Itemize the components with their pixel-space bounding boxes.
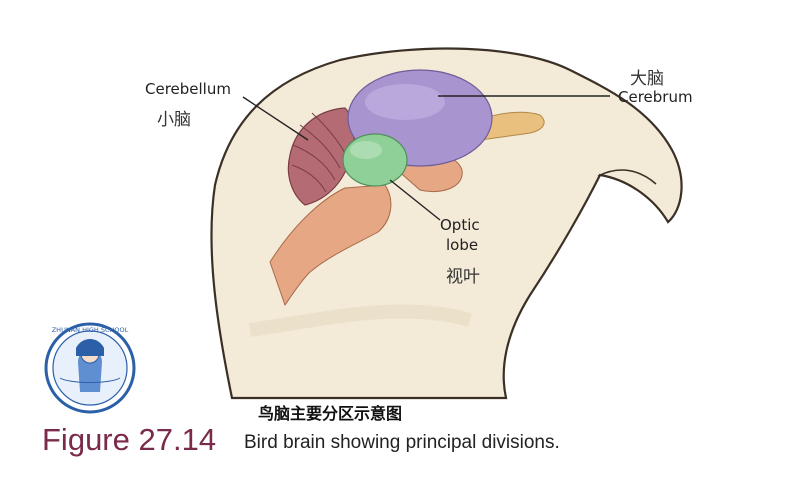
cerebrum-label-zh: 大脑 <box>630 69 664 89</box>
cerebellum-label: Cerebellum <box>145 80 231 98</box>
caption-text: Bird brain showing principal divisions. <box>244 432 560 453</box>
figure-number: Figure 27.14 <box>42 422 217 457</box>
head-shading <box>249 304 472 337</box>
school-logo: ZHUNAN HIGH SCHOOL <box>44 322 136 414</box>
cerebellum-leader <box>242 96 309 141</box>
optic-lobe-highlight <box>350 141 382 159</box>
brain-stem <box>269 184 392 307</box>
optic-label-line2: lobe <box>446 236 479 254</box>
optic-label-zh: 视叶 <box>446 267 480 287</box>
caption-chinese: 鸟脑主要分区示意图 <box>258 404 403 423</box>
cerebrum-label: Cerebrum <box>618 88 693 106</box>
optic-lobe <box>342 133 408 187</box>
olfactory-bulb <box>479 111 545 141</box>
cerebellum-label-zh: 小脑 <box>157 110 191 130</box>
beak-line <box>597 169 657 185</box>
logo-text: ZHUNAN HIGH SCHOOL <box>52 326 129 334</box>
optic-label-line1: Optic <box>440 216 480 234</box>
optic-leader <box>389 179 441 221</box>
cerebrum-highlight <box>365 84 445 120</box>
